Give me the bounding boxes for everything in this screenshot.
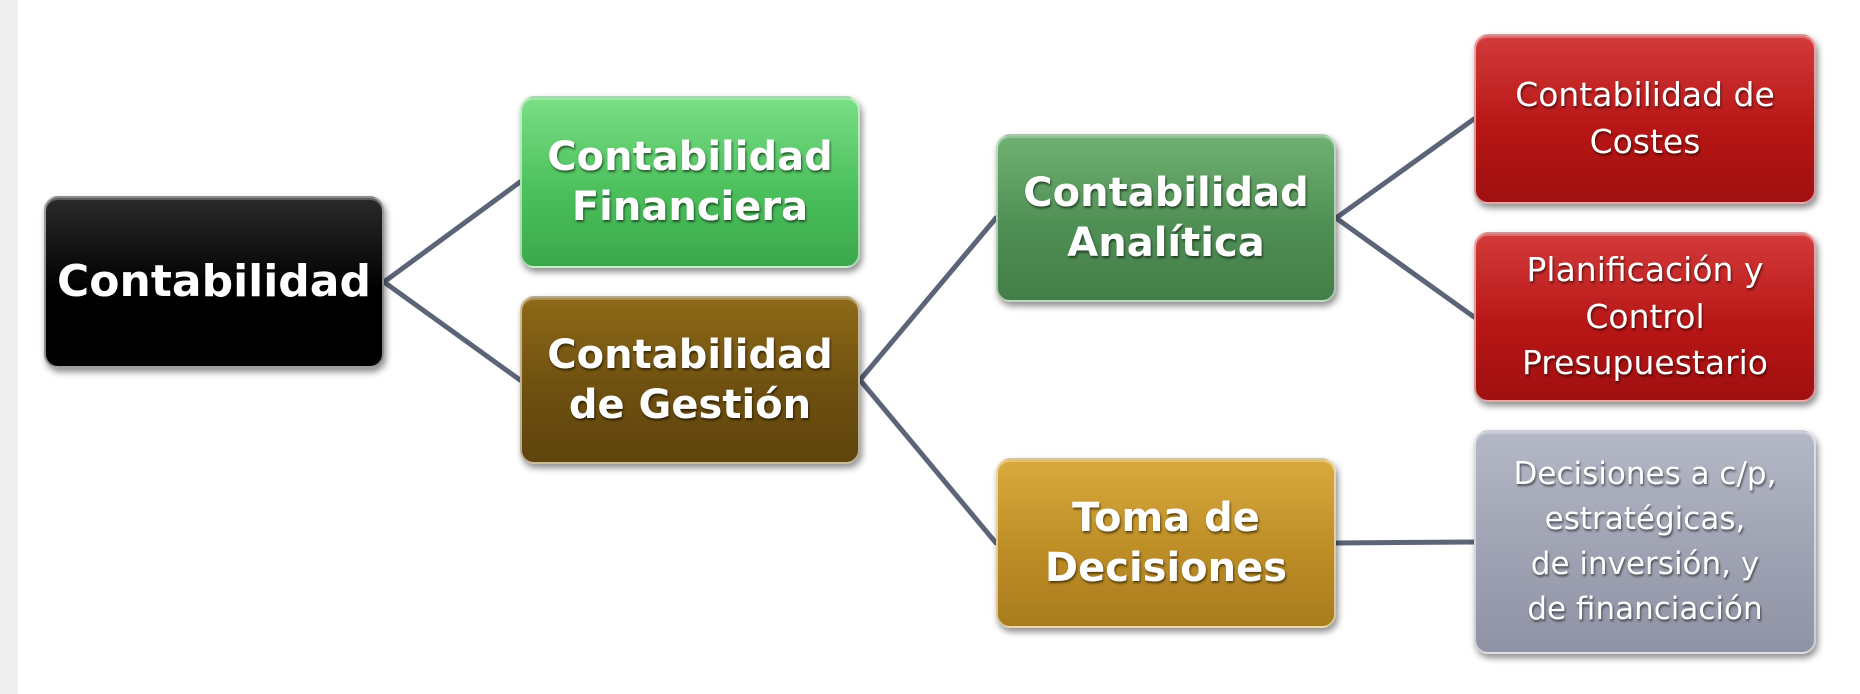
connector-analitica-costes (1333, 116, 1477, 221)
node-contabilidad-analitica: Contabilidad Analítica (996, 134, 1336, 302)
connector-gestion-toma (857, 377, 999, 546)
connector-root-gestion (381, 279, 523, 383)
node-contabilidad-de-gestion: Contabilidad de Gestión (520, 296, 860, 464)
connector-root-financiera (381, 179, 523, 285)
node-planificacion-control-presupuestario: Planificación y Control Presupuestario (1474, 232, 1816, 402)
left-edge-strip (0, 0, 18, 694)
connector-gestion-analitica (857, 215, 999, 383)
connector-analitica-planificacion (1333, 215, 1477, 320)
node-contabilidad: Contabilidad (44, 196, 384, 368)
node-contabilidad-de-costes: Contabilidad de Costes (1474, 34, 1816, 204)
connector-toma-decisiones (1333, 539, 1477, 546)
node-decisiones: Decisiones a c/p, estratégicas, de inver… (1474, 430, 1816, 654)
node-toma-de-decisiones: Toma de Decisiones (996, 458, 1336, 628)
node-contabilidad-financiera: Contabilidad Financiera (520, 96, 860, 268)
